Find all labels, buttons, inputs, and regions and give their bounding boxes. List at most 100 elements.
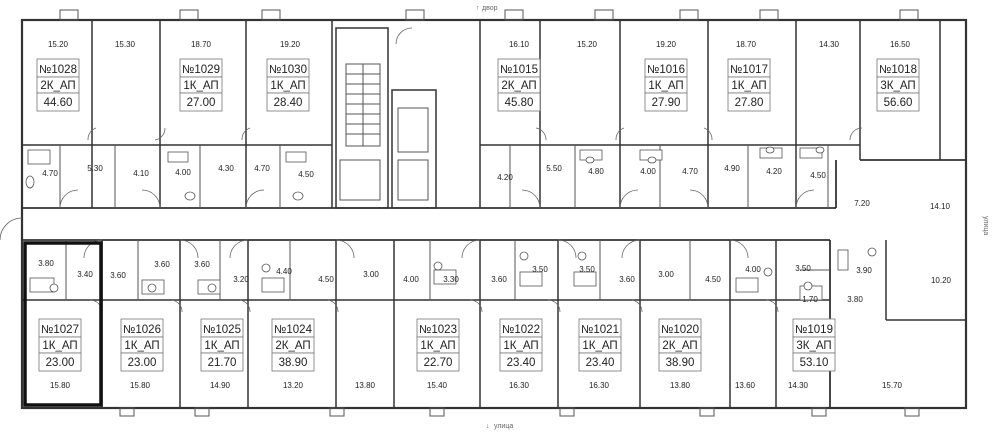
room-area: 10.20: [931, 276, 952, 285]
apartment-type: 1К_АП: [183, 80, 218, 92]
apartment-label[interactable]: №1029 1К_АП 27.00: [179, 58, 223, 112]
apartment-label[interactable]: №1024 2К_АП 38.90: [271, 318, 315, 372]
room-area: 14.30: [819, 40, 840, 49]
room-area: 15.30: [115, 40, 136, 49]
apartment-total-area: 27.80: [735, 97, 764, 109]
apartment-label[interactable]: №1026 1К_АП 23.00: [120, 318, 164, 372]
apartment-total-area: 27.90: [652, 97, 681, 109]
apartment-number: №1020: [661, 324, 699, 336]
room-area: 16.30: [589, 381, 610, 390]
room-area: 4.80: [588, 167, 604, 176]
apartment-number: №1021: [581, 324, 619, 336]
apartment-label[interactable]: №1020 2К_АП 38.90: [658, 318, 702, 372]
label-door-top: двор: [482, 5, 498, 12]
room-area: 4.50: [810, 171, 826, 180]
apartment-type: 1К_АП: [503, 340, 538, 352]
room-area: 16.30: [509, 381, 530, 390]
highlighted-apartment-outline: [23, 241, 103, 407]
apartment-label[interactable]: №1015 2К_АП 45.80: [497, 58, 541, 112]
apartment-labels: №1028 2К_АП 44.60 №1029 1К_АП 27.00 №103…: [36, 58, 920, 372]
room-area: 4.70: [254, 164, 270, 173]
room-area: 15.70: [882, 381, 903, 390]
room-area: 3.60: [491, 275, 507, 284]
room-area: 16.50: [890, 40, 911, 49]
room-area: 3.90: [856, 266, 872, 275]
room-area: 13.60: [735, 381, 756, 390]
room-area: 15.20: [577, 40, 598, 49]
apartment-type: 1К_АП: [731, 80, 766, 92]
apartment-total-area: 44.60: [44, 97, 73, 109]
room-area: 13.80: [355, 381, 376, 390]
apartment-number: №1017: [730, 64, 768, 76]
apartment-number: №1029: [182, 64, 220, 76]
room-area: 14.10: [930, 202, 951, 211]
room-area: 13.80: [670, 381, 691, 390]
apartment-label[interactable]: №1030 1К_АП 28.40: [266, 58, 310, 112]
apartment-total-area: 23.00: [46, 357, 75, 369]
room-area: 19.20: [656, 40, 677, 49]
room-area: 3.60: [110, 271, 126, 280]
apartment-number: №1024: [274, 324, 313, 336]
room-area: 4.00: [403, 275, 419, 284]
room-area: 4.00: [745, 265, 761, 274]
apartment-total-area: 28.40: [274, 97, 303, 109]
room-area: 13.20: [283, 381, 304, 390]
label-street-right: улица: [982, 216, 989, 235]
room-area: 3.50: [579, 265, 595, 274]
apartment-type: 1К_АП: [420, 340, 455, 352]
apartment-label[interactable]: №1021 1К_АП 23.40: [578, 318, 622, 372]
apartment-label[interactable]: №1019 3К_АП 53.10: [792, 318, 836, 372]
direction-labels: двор ↑ улица улица ↓: [476, 5, 989, 430]
room-area: 19.20: [280, 40, 301, 49]
room-area: 3.20: [233, 275, 249, 284]
apartment-total-area: 38.90: [666, 357, 695, 369]
room-area: 4.70: [42, 169, 58, 178]
room-area: 4.00: [640, 167, 656, 176]
apartment-total-area: 53.10: [800, 357, 829, 369]
apartment-number: №1015: [500, 64, 538, 76]
apartment-type: 1К_АП: [648, 80, 683, 92]
room-area: 5.50: [546, 164, 562, 173]
apartment-number: №1018: [879, 64, 917, 76]
room-area: 4.70: [682, 167, 698, 176]
apartment-number: №1019: [795, 324, 833, 336]
apartment-number: №1027: [41, 324, 79, 336]
room-area: 18.70: [736, 40, 757, 49]
room-area: 4.20: [497, 173, 513, 182]
label-street-bottom: улица: [494, 423, 513, 430]
apartment-total-area: 45.80: [505, 97, 534, 109]
apartment-label[interactable]: №1017 1К_АП 27.80: [727, 58, 771, 112]
apartment-type: 1К_АП: [124, 340, 159, 352]
room-area: 14.90: [210, 381, 231, 390]
room-area: 4.50: [298, 170, 314, 179]
apartment-label[interactable]: №1027 1К_АП 23.00: [38, 318, 82, 372]
apartment-total-area: 27.00: [187, 97, 216, 109]
room-area: 3.80: [847, 295, 863, 304]
apartment-label[interactable]: №1023 1К_АП 22.70: [416, 318, 460, 372]
apartment-total-area: 23.40: [586, 357, 615, 369]
apartment-total-area: 38.90: [279, 357, 308, 369]
room-area: 4.20: [766, 167, 782, 176]
apartment-total-area: 23.40: [507, 357, 536, 369]
room-area: 3.00: [658, 270, 674, 279]
apartment-type: 2К_АП: [501, 80, 536, 92]
room-area: 3.00: [363, 270, 379, 279]
room-area: 3.40: [77, 270, 93, 279]
apartment-type: 2К_АП: [40, 80, 75, 92]
room-area: 4.00: [175, 168, 191, 177]
apartment-number: №1028: [39, 64, 77, 76]
room-area: 3.60: [194, 260, 210, 269]
room-area: 3.30: [443, 275, 459, 284]
apartment-type: 2К_АП: [275, 340, 310, 352]
room-area: 3.80: [38, 259, 54, 268]
room-area: 5.30: [87, 164, 103, 173]
apartment-type: 1К_АП: [42, 340, 77, 352]
apartment-label[interactable]: №1022 1К_АП 23.40: [499, 318, 543, 372]
apartment-label[interactable]: №1028 2К_АП 44.60: [36, 58, 80, 112]
apartment-label[interactable]: №1025 1К_АП 21.70: [200, 318, 244, 372]
apartment-label[interactable]: №1016 1К_АП 27.90: [644, 58, 688, 112]
room-area: 15.80: [50, 381, 71, 390]
room-area: 4.50: [318, 275, 334, 284]
apartment-label[interactable]: №1018 3К_АП 56.60: [876, 58, 920, 112]
room-area: 15.80: [130, 381, 151, 390]
